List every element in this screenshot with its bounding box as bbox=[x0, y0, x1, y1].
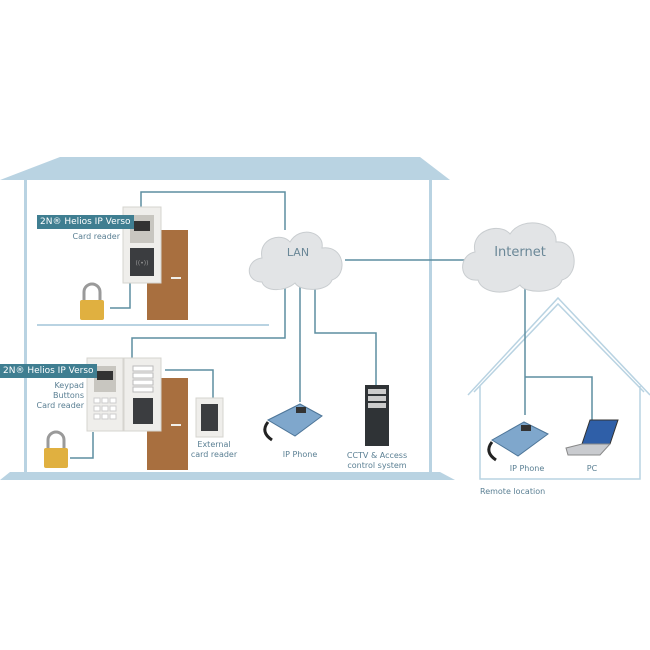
server-tower-icon bbox=[365, 385, 389, 446]
feature-keypad: Keypad bbox=[54, 381, 84, 390]
desk-phone-icon bbox=[487, 421, 549, 462]
office-phone-label: IP Phone bbox=[282, 450, 318, 459]
building-right-wall bbox=[429, 180, 432, 475]
building-floor bbox=[0, 472, 455, 480]
server-label: CCTV & Access control system bbox=[342, 451, 412, 471]
remote-house bbox=[467, 296, 650, 480]
remote-phone-label: IP Phone bbox=[509, 464, 545, 473]
building-left-wall bbox=[24, 180, 27, 475]
remote-location-label: Remote location bbox=[480, 487, 546, 496]
lan-cloud-icon bbox=[248, 231, 343, 291]
intercom-buttons-icon bbox=[123, 357, 162, 432]
building-roof bbox=[0, 157, 450, 180]
laptop-icon bbox=[565, 419, 619, 456]
upper-device-features: Card reader bbox=[72, 232, 120, 241]
internet-cloud-icon bbox=[462, 222, 575, 293]
external-reader-line1: External bbox=[197, 440, 231, 449]
internet-label: Internet bbox=[494, 245, 546, 260]
feature-buttons: Buttons bbox=[53, 391, 84, 400]
external-reader-line2: card reader bbox=[190, 450, 238, 459]
main-building bbox=[0, 157, 455, 480]
server-label-line2: control system bbox=[347, 461, 407, 470]
card-reader-icon bbox=[133, 398, 153, 424]
svg-text:((•)): ((•)) bbox=[136, 260, 149, 267]
door-handle bbox=[171, 277, 181, 279]
remote-pc-label: PC bbox=[586, 464, 598, 473]
server-label-line1: CCTV & Access bbox=[346, 451, 408, 460]
lower-device-features: Keypad Buttons Card reader bbox=[30, 381, 84, 411]
feature-card-reader: Card reader bbox=[36, 401, 84, 410]
padlock-icon bbox=[80, 282, 104, 320]
lan-label: LAN bbox=[286, 246, 310, 259]
lower-device-title: 2N® Helios IP Verso bbox=[0, 364, 97, 378]
external-card-reader-icon bbox=[195, 397, 224, 438]
upper-device-title: 2N® Helios IP Verso bbox=[37, 215, 134, 229]
external-reader-label: External card reader bbox=[184, 440, 244, 460]
intercom-keypad-icon bbox=[86, 357, 124, 432]
card-reader-icon bbox=[130, 248, 154, 276]
floor-divider bbox=[37, 324, 269, 326]
door-handle bbox=[171, 424, 181, 426]
desk-phone-icon bbox=[263, 403, 323, 442]
network-wires bbox=[70, 191, 593, 459]
padlock-icon bbox=[44, 430, 68, 468]
